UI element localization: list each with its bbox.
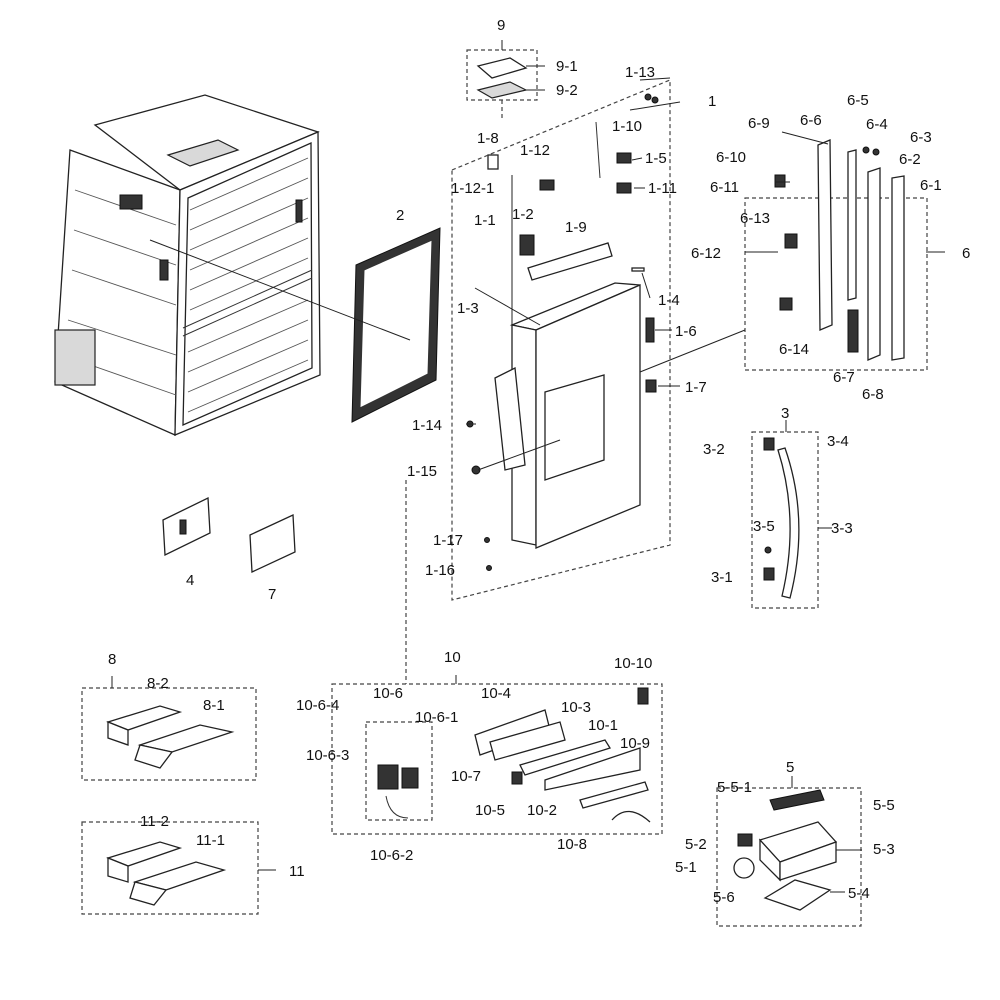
label-1-2: 1-2 bbox=[512, 206, 534, 223]
label-1-13: 1-13 bbox=[625, 64, 655, 81]
label-3-3: 3-3 bbox=[831, 520, 853, 537]
label-3-5: 3-5 bbox=[753, 518, 775, 535]
label-1-15: 1-15 bbox=[407, 463, 437, 480]
label-10-3: 10-3 bbox=[561, 699, 591, 716]
label-11-1: 11-1 bbox=[196, 832, 225, 849]
label-1-3: 1-3 bbox=[457, 300, 479, 317]
label-10-1: 10-1 bbox=[588, 717, 618, 734]
label-10: 10 bbox=[444, 649, 461, 666]
label-8: 8 bbox=[108, 651, 116, 668]
label-1-9: 1-9 bbox=[565, 219, 587, 236]
label-11-2: 11-2 bbox=[140, 813, 169, 830]
label-1-17: 1-17 bbox=[433, 532, 463, 549]
label-1-4: 1-4 bbox=[658, 292, 680, 309]
label-5: 5 bbox=[786, 759, 794, 776]
label-10-2: 10-2 bbox=[527, 802, 557, 819]
label-3-2: 3-2 bbox=[703, 441, 725, 458]
label-10-10: 10-10 bbox=[614, 655, 652, 672]
label-1-6: 1-6 bbox=[675, 323, 697, 340]
label-1-7: 1-7 bbox=[685, 379, 707, 396]
label-5-1: 5-1 bbox=[675, 859, 697, 876]
label-1-12: 1-12 bbox=[520, 142, 550, 159]
label-6-12: 6-12 bbox=[691, 245, 721, 262]
label-10-5: 10-5 bbox=[475, 802, 505, 819]
label-3-4: 3-4 bbox=[827, 433, 849, 450]
door-group-frame bbox=[451, 77, 681, 601]
label-1-12-1: 1-12-1 bbox=[451, 180, 494, 197]
label-1-11: 1-11 bbox=[648, 180, 677, 197]
group-5-drawing bbox=[716, 776, 862, 927]
label-1-5: 1-5 bbox=[645, 150, 667, 167]
label-1-16: 1-16 bbox=[425, 562, 455, 579]
label-5-4: 5-4 bbox=[848, 885, 870, 902]
label-1: 1 bbox=[708, 93, 716, 110]
label-4: 4 bbox=[186, 572, 194, 589]
callout-labels: 9 9-1 9-2 1-13 1 1-10 1-8 1-12 1-5 1-12-… bbox=[108, 17, 970, 906]
label-6-3: 6-3 bbox=[910, 129, 932, 146]
label-6: 6 bbox=[962, 245, 970, 262]
label-10-6: 10-6 bbox=[373, 685, 403, 702]
group-9-drawing bbox=[466, 40, 545, 118]
label-9-2: 9-2 bbox=[556, 82, 578, 99]
label-8-1: 8-1 bbox=[203, 697, 225, 714]
label-5-5-1: 5-5-1 bbox=[717, 779, 752, 796]
label-6-10: 6-10 bbox=[716, 149, 746, 166]
label-5-5: 5-5 bbox=[873, 797, 895, 814]
label-9: 9 bbox=[497, 17, 505, 34]
label-6-8: 6-8 bbox=[862, 386, 884, 403]
group-6-drawing bbox=[639, 131, 945, 373]
label-1-10: 1-10 bbox=[612, 118, 642, 135]
label-6-6: 6-6 bbox=[800, 112, 822, 129]
group-11-drawing bbox=[81, 821, 276, 915]
label-10-6-4: 10-6-4 bbox=[296, 697, 339, 714]
panel-7-drawing bbox=[249, 514, 296, 573]
group-3-drawing bbox=[751, 420, 832, 609]
label-2: 2 bbox=[396, 207, 404, 224]
label-10-6-2: 10-6-2 bbox=[370, 847, 413, 864]
label-10-7: 10-7 bbox=[451, 768, 481, 785]
label-3-1: 3-1 bbox=[711, 569, 733, 586]
door-gasket-drawing bbox=[351, 227, 441, 423]
label-5-3: 5-3 bbox=[873, 841, 895, 858]
label-6-5: 6-5 bbox=[847, 92, 869, 109]
label-10-4: 10-4 bbox=[481, 685, 511, 702]
label-7: 7 bbox=[268, 586, 276, 603]
label-1-1: 1-1 bbox=[474, 212, 496, 229]
panel-4-drawing bbox=[162, 496, 211, 557]
label-6-13: 6-13 bbox=[740, 210, 770, 227]
label-1-8: 1-8 bbox=[477, 130, 499, 147]
label-10-6-1: 10-6-1 bbox=[415, 709, 458, 726]
label-8-2: 8-2 bbox=[147, 675, 169, 692]
label-10-8: 10-8 bbox=[557, 836, 587, 853]
label-6-14: 6-14 bbox=[779, 341, 809, 358]
label-6-7: 6-7 bbox=[833, 369, 855, 386]
label-3: 3 bbox=[781, 405, 789, 422]
label-6-2: 6-2 bbox=[899, 151, 921, 168]
label-6-9: 6-9 bbox=[748, 115, 770, 132]
label-11: 11 bbox=[289, 863, 305, 880]
group-10-drawing bbox=[331, 480, 663, 835]
label-10-6-3: 10-6-3 bbox=[306, 747, 349, 764]
label-6-11: 6-11 bbox=[710, 179, 739, 196]
label-9-1: 9-1 bbox=[556, 58, 578, 75]
label-5-6: 5-6 bbox=[713, 889, 735, 906]
label-10-9: 10-9 bbox=[620, 735, 650, 752]
leader-2 bbox=[149, 239, 411, 341]
label-6-1: 6-1 bbox=[920, 177, 942, 194]
label-5-2: 5-2 bbox=[685, 836, 707, 853]
label-1-14: 1-14 bbox=[412, 417, 442, 434]
label-6-4: 6-4 bbox=[866, 116, 888, 133]
group-8-drawing bbox=[81, 676, 257, 781]
cabinet-drawing bbox=[54, 94, 321, 436]
door-assembly-drawing bbox=[466, 93, 659, 571]
